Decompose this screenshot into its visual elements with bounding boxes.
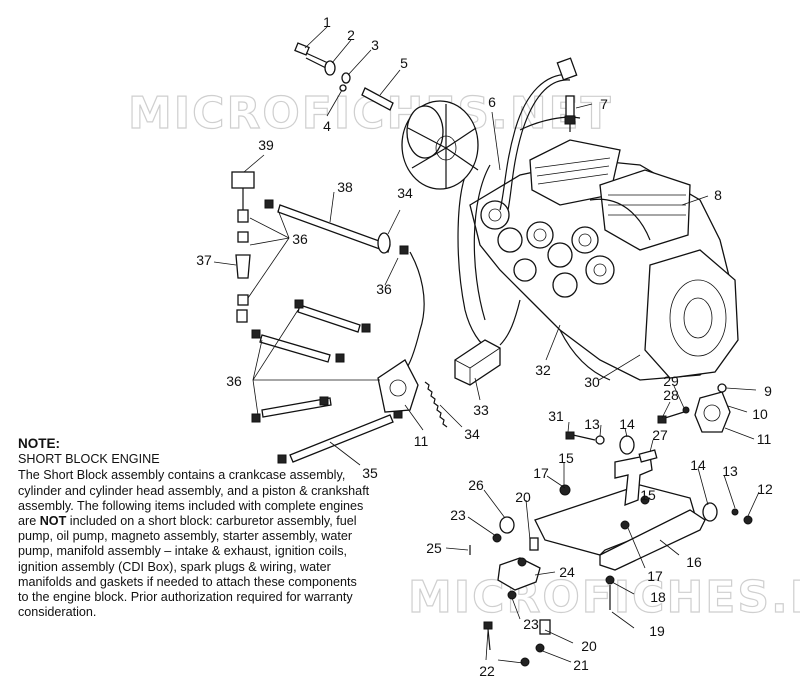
callout-23-lower: 23 — [523, 616, 539, 632]
callout-9: 9 — [764, 383, 772, 399]
callout-12: 12 — [757, 481, 773, 497]
fuel-pump-parts — [231, 171, 255, 323]
note-body-part2: included on a short block: carburetor as… — [18, 514, 357, 620]
callout-39: 39 — [258, 137, 274, 153]
callout-3: 3 — [371, 37, 379, 53]
callout-31: 31 — [548, 408, 564, 424]
callout-29: 29 — [663, 373, 679, 389]
note-subtitle: SHORT BLOCK ENGINE — [18, 452, 160, 467]
callout-26: 26 — [468, 477, 484, 493]
callout-33: 33 — [473, 402, 489, 418]
callout-8: 8 — [714, 187, 722, 203]
callout-34-lower: 34 — [464, 426, 480, 442]
short-block-note: NOTE: SHORT BLOCK ENGINE The Short Block… — [18, 436, 370, 620]
callout-36-top: 36 — [292, 231, 308, 247]
callout-16: 16 — [686, 554, 702, 570]
callout-4: 4 — [323, 118, 331, 134]
callout-36-left: 36 — [226, 373, 242, 389]
callout-21: 21 — [573, 657, 589, 673]
callout-18: 18 — [650, 589, 666, 605]
callout-10: 10 — [752, 406, 768, 422]
callout-32: 32 — [535, 362, 551, 378]
callout-13-lower: 13 — [722, 463, 738, 479]
water-pump-cover — [377, 359, 419, 413]
callout-numbers: 1 2 3 4 5 6 7 8 9 10 11 11 12 13 13 14 1… — [196, 14, 773, 679]
mounting-brackets — [497, 454, 706, 591]
callout-7: 7 — [600, 96, 608, 112]
callout-17-lower: 17 — [647, 568, 663, 584]
oil-pump — [694, 383, 731, 433]
leader-lines — [213, 26, 760, 664]
spring — [424, 381, 448, 428]
callout-5: 5 — [400, 55, 408, 71]
callout-20-upper: 20 — [515, 489, 531, 505]
watermark-bottom: MICROFICHES.NET — [408, 572, 800, 623]
callout-17-upper: 17 — [533, 465, 549, 481]
drive-clutch — [401, 100, 479, 190]
callout-38: 38 — [337, 179, 353, 195]
callout-20-lower: 20 — [581, 638, 597, 654]
spark-plug — [564, 95, 576, 132]
callout-13-upper: 13 — [584, 416, 600, 432]
callout-35: 35 — [362, 465, 378, 481]
callout-25: 25 — [426, 540, 442, 556]
callout-1: 1 — [323, 14, 331, 30]
hardware — [469, 406, 753, 667]
callout-11-right: 11 — [757, 431, 772, 447]
callout-15-lower: 15 — [640, 487, 656, 503]
callout-19: 19 — [649, 623, 665, 639]
callout-23-upper: 23 — [450, 507, 466, 523]
callout-14-upper: 14 — [619, 416, 635, 432]
callout-22: 22 — [479, 663, 495, 679]
callout-27: 27 — [652, 427, 668, 443]
callout-11-left: 11 — [414, 433, 429, 449]
callout-24: 24 — [559, 564, 575, 580]
cdi-box — [454, 339, 501, 386]
hoses — [251, 199, 425, 464]
note-title: NOTE: — [18, 436, 60, 451]
callout-36-mid: 36 — [376, 281, 392, 297]
clutch-bolt-parts — [294, 42, 394, 111]
engine-assembly — [457, 73, 739, 381]
clamp — [377, 232, 391, 254]
callout-15-upper: 15 — [558, 450, 574, 466]
callout-34-upper: 34 — [397, 185, 413, 201]
callout-30: 30 — [584, 374, 600, 390]
callout-6: 6 — [488, 94, 496, 110]
note-body-part1: The Short Block assembly contains a cran… — [18, 468, 370, 529]
callout-37: 37 — [196, 252, 212, 268]
callout-14-lower: 14 — [690, 457, 706, 473]
callout-2: 2 — [347, 27, 355, 43]
callout-28: 28 — [663, 387, 679, 403]
note-emphasis: NOT — [39, 514, 67, 529]
note-body: The Short Block assembly contains a cran… — [18, 468, 370, 620]
